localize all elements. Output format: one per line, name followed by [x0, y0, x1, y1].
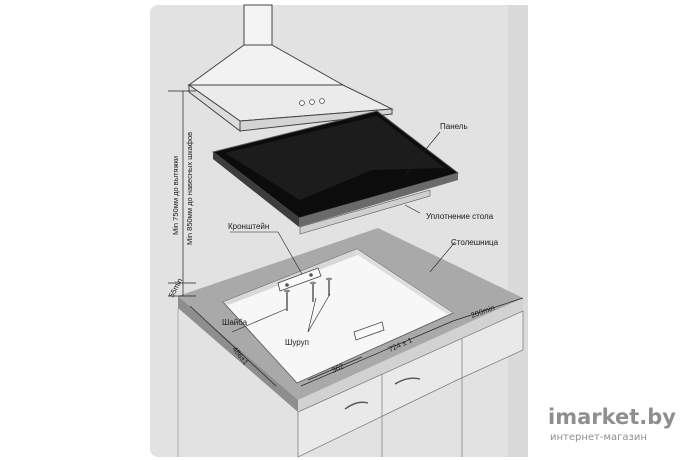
bracket-bottom	[353, 321, 385, 341]
side-wall	[508, 5, 528, 457]
screw	[283, 277, 333, 311]
label-bracket: Кронштейн	[228, 222, 269, 231]
dim-cabinet-min: Min 850мм до навесных шкафов	[185, 132, 194, 245]
hood-knob	[299, 100, 305, 106]
hood-knob	[319, 98, 325, 104]
dim-hood-min: Min 750мм до вытяжки	[171, 156, 180, 235]
label-panel: Панель	[440, 122, 468, 131]
label-seal: Уплотнение стола	[426, 212, 494, 221]
hood-knob	[309, 99, 315, 105]
hob-panel	[211, 110, 460, 235]
label-worktop: Столешница	[451, 238, 499, 247]
cabinet	[177, 308, 524, 458]
range-hood	[187, 4, 394, 133]
label-washer: Шайба	[222, 318, 248, 327]
watermark-tagline: интернет-магазин	[550, 432, 647, 443]
bracket-top	[277, 267, 322, 292]
dimension-lines	[168, 90, 524, 387]
watermark-brand: imarket.by	[548, 405, 676, 429]
leader-lines	[230, 131, 456, 333]
label-screw: Шуруп	[285, 338, 309, 347]
